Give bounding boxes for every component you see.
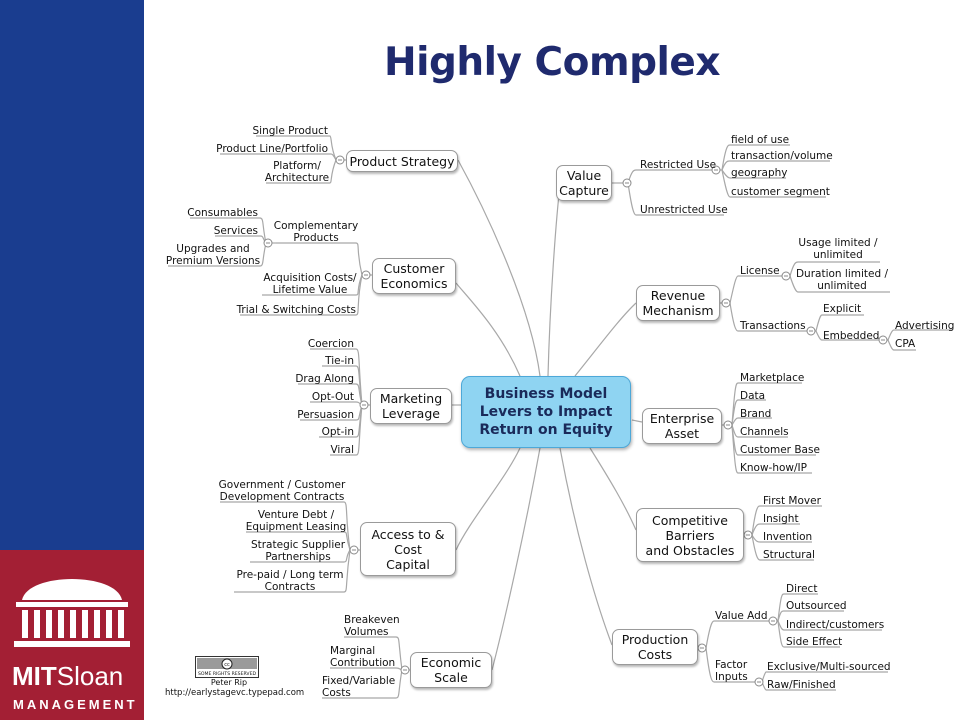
leaf-unrestricted-use: Unrestricted Use [640, 204, 728, 216]
sidebar-blue-band [0, 0, 144, 550]
leaf-platform: Platform/ Architecture [264, 160, 330, 184]
leaf-factor-inputs: Factor Inputs [715, 659, 748, 683]
leaf-license: License [740, 265, 780, 277]
node-customer-economics: Customer Economics [372, 258, 456, 294]
leaf-usage-limited: Usage limited / unlimited [798, 237, 878, 261]
node-product-strategy: Product Strategy [346, 150, 458, 172]
leaf-venture-debt: Venture Debt / Equipment Leasing [245, 509, 347, 533]
leaf-consumables: Consumables [187, 207, 258, 219]
leaf-field-of-use: field of use [731, 134, 790, 146]
node-competitive-barriers: Competitive Barriers and Obstacles [636, 508, 744, 562]
leaf-first-mover: First Mover [763, 495, 821, 507]
leaf-brand: Brand [740, 408, 772, 420]
leaf-marketplace: Marketplace [740, 372, 805, 384]
leaf-breakeven: Breakeven Volumes [344, 614, 400, 638]
leaf-tie-in: Tie-in [325, 355, 354, 367]
leaf-customer-base: Customer Base [740, 444, 820, 456]
leaf-geography: geography [731, 167, 788, 179]
leaf-viral: Viral [330, 444, 354, 456]
leaf-product-line: Product Line/Portfolio [216, 143, 328, 155]
leaf-channels: Channels [740, 426, 789, 438]
leaf-services: Services [213, 225, 258, 237]
leaf-outsourced: Outsourced [786, 600, 847, 612]
leaf-opt-in: Opt-in [321, 426, 354, 438]
leaf-marginal-contribution: Marginal Contribution [330, 645, 396, 669]
leaf-fixed-variable: Fixed/Variable Costs [322, 675, 396, 699]
leaf-raw-finished: Raw/Finished [767, 679, 836, 691]
leaf-persuasion: Persuasion [297, 409, 354, 421]
leaf-indirect-customers: Indirect/customers [786, 619, 885, 631]
leaf-strategic-supplier: Strategic Supplier Partnerships [250, 539, 346, 563]
node-revenue-mechanism: Revenue Mechanism [636, 285, 720, 321]
leaf-insight: Insight [763, 513, 799, 525]
node-enterprise-asset: Enterprise Asset [642, 408, 722, 444]
leaf-structural: Structural [763, 549, 815, 561]
leaf-invention: Invention [763, 531, 813, 543]
leaf-advertising: Advertising [895, 320, 955, 332]
leaf-restricted-use: Restricted Use [640, 159, 717, 171]
management-wordmark: MANAGEMENT [13, 697, 138, 712]
leaf-acquisition-costs: Acquisition Costs/ Lifetime Value [263, 272, 357, 296]
leaf-duration-limited: Duration limited / unlimited [795, 268, 889, 292]
leaf-upgrades: Upgrades and Premium Versions [165, 243, 261, 267]
leaf-drag-along: Drag Along [295, 373, 354, 385]
central-node: Business Model Levers to Impact Return o… [461, 376, 631, 448]
leaf-side-effect: Side Effect [786, 636, 843, 648]
leaf-value-add: Value Add [715, 610, 768, 622]
leaf-government-contracts: Government / Customer Development Contra… [218, 479, 346, 503]
node-value-capture: Value Capture [556, 165, 612, 201]
slide-title: Highly Complex [383, 40, 721, 85]
svg-text:cc: cc [224, 662, 230, 668]
leaf-explicit: Explicit [823, 303, 862, 315]
mit-dome-logo [14, 579, 130, 647]
mit-sloan-wordmark: MITSloan [12, 661, 124, 691]
leaf-complementary-products: Complementary Products [273, 220, 359, 244]
node-production-costs: Production Costs [612, 629, 698, 665]
node-marketing-leverage: Marketing Leverage [370, 388, 452, 424]
leaf-customer-segment: customer segment [731, 186, 830, 198]
leaf-embedded: Embedded [823, 330, 880, 342]
credit-author: Peter Rip [210, 678, 248, 687]
leaf-transactions: Transactions [740, 320, 806, 332]
leaf-transaction-volume: transaction/volume [731, 150, 833, 162]
leaf-trial-switching: Trial & Switching Costs [236, 304, 356, 316]
leaf-direct: Direct [786, 583, 818, 595]
leaf-opt-out: Opt-Out [311, 391, 354, 403]
leaf-exclusive-multi: Exclusive/Multi-sourced [767, 661, 891, 673]
leaf-single-product: Single Product [252, 125, 328, 137]
credit-url: http://earlystagevc.typepad.com [165, 688, 305, 698]
leaf-cpa: CPA [895, 338, 916, 350]
leaf-know-how: Know-how/IP [740, 462, 807, 474]
leaf-data: Data [740, 390, 766, 402]
creative-commons-badge-icon: cc SOME RIGHTS RESERVED [195, 656, 259, 678]
leaf-coercion: Coercion [307, 338, 354, 350]
node-access-to-capital: Access to & Cost Capital [360, 522, 456, 576]
node-economic-scale: Economic Scale [410, 652, 492, 688]
leaf-prepaid-contracts: Pre-paid / Long term Contracts [236, 569, 344, 593]
cc-badge-label: SOME RIGHTS RESERVED [198, 671, 256, 677]
